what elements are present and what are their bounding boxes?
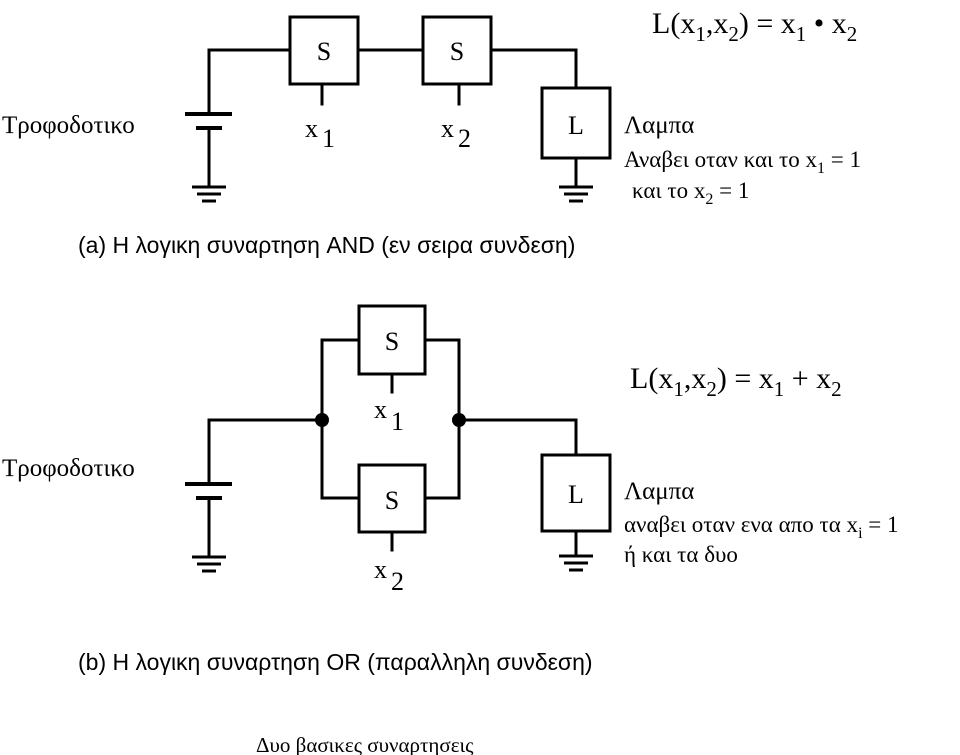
and-power-label: Τροφοδοτικο — [2, 112, 135, 139]
or-lamp-title: Λαμπα — [624, 478, 694, 505]
and-lamp-ground-icon — [559, 185, 593, 203]
or-formula: L(x1,x2) = x1 + x2 — [630, 362, 842, 401]
and-lamp-title: Λαμπα — [624, 112, 694, 139]
or-caption: (b) H λογικη συναρτηση OR (παραλληλη συν… — [78, 649, 593, 675]
or-lamp — [540, 453, 612, 533]
or-battery-ground-icon — [192, 555, 226, 573]
or-switch-2-label: S — [385, 486, 399, 515]
panel-and: L(x1,x2) = x1 • x2 Τροφοδοτικο — [2, 7, 861, 258]
or-switch-1 — [357, 304, 427, 376]
or-lamp-desc-2: ή και τα δυο — [624, 542, 738, 567]
or-power-label: Τροφοδοτικο — [2, 455, 135, 482]
or-battery-icon — [185, 482, 232, 558]
and-lamp-desc-2: και το x2 = 1 — [632, 178, 749, 208]
and-lamp-label: L — [568, 111, 584, 140]
and-switch-2-label: S — [450, 37, 464, 66]
or-lamp-ground-icon — [559, 554, 593, 572]
and-formula: L(x1,x2) = x1 • x2 — [652, 7, 857, 46]
and-switch-1-label: S — [317, 37, 331, 66]
or-lamp-desc-1: αναβει οταν ενα απο τα xi = 1 — [624, 512, 899, 542]
or-lamp-label: L — [568, 480, 584, 509]
and-lamp-desc-1: Αναβει οταν και το x1 = 1 — [624, 147, 861, 177]
panel-or: L(x1,x2) = x1 + x2 Τροφοδοτικο — [2, 304, 899, 675]
or-wiring — [207, 338, 578, 557]
or-junction-right — [452, 413, 466, 427]
or-switch-2 — [357, 463, 427, 534]
and-lamp — [540, 86, 612, 160]
and-switch-1 — [288, 15, 360, 86]
and-battery-icon — [185, 112, 232, 188]
footer-title: Δυο βασικες συναρτησεις — [256, 733, 474, 755]
and-battery-ground-icon — [192, 185, 226, 203]
or-junction-left — [315, 413, 329, 427]
or-switch-1-label: S — [385, 327, 399, 356]
and-caption: (a) H λογικη συναρτηση AND (εν σειρα συν… — [78, 232, 575, 258]
and-wiring — [207, 48, 578, 188]
and-switch-2 — [421, 15, 493, 86]
